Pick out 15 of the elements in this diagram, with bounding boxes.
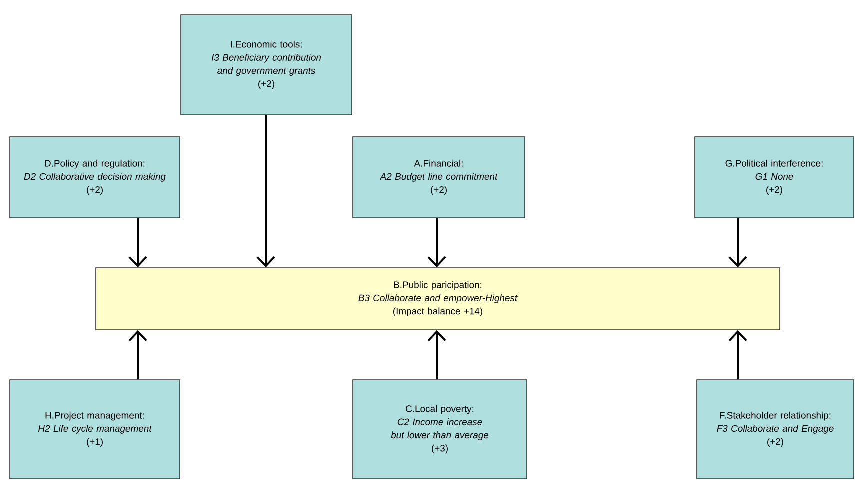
factor-box: F.Stakeholder relationship: F3 Collaborate and Engage (+2) — [696, 380, 854, 480]
arrow — [728, 330, 748, 380]
arrow — [128, 218, 148, 268]
arrow — [428, 218, 446, 268]
factor-box: H.Project management: H2 Life cycle management (+1) — [10, 380, 180, 480]
factor-box: C.Local poverty: C2 Income increase but lower than average (+3) — [352, 380, 528, 480]
factor-box: D.Policy and regulation: D2 Collaborative decision making (+2) — [10, 136, 180, 218]
factor-box: A.Financial: A2 Budget line commitment (+2) — [352, 136, 526, 218]
arrow — [128, 330, 148, 380]
main-box: B.Public paricipation: B3 Collaborate and empower-Highest (Impact balance +14) — [96, 268, 780, 330]
arrow — [428, 330, 446, 380]
arrow — [728, 218, 748, 268]
arrow — [256, 115, 276, 268]
factor-box: I.Economic tools: I3 Beneficiary contribution and government grants (+2) — [180, 14, 352, 116]
factor-box: G.Political interference: G1 None (+2) — [694, 136, 854, 218]
